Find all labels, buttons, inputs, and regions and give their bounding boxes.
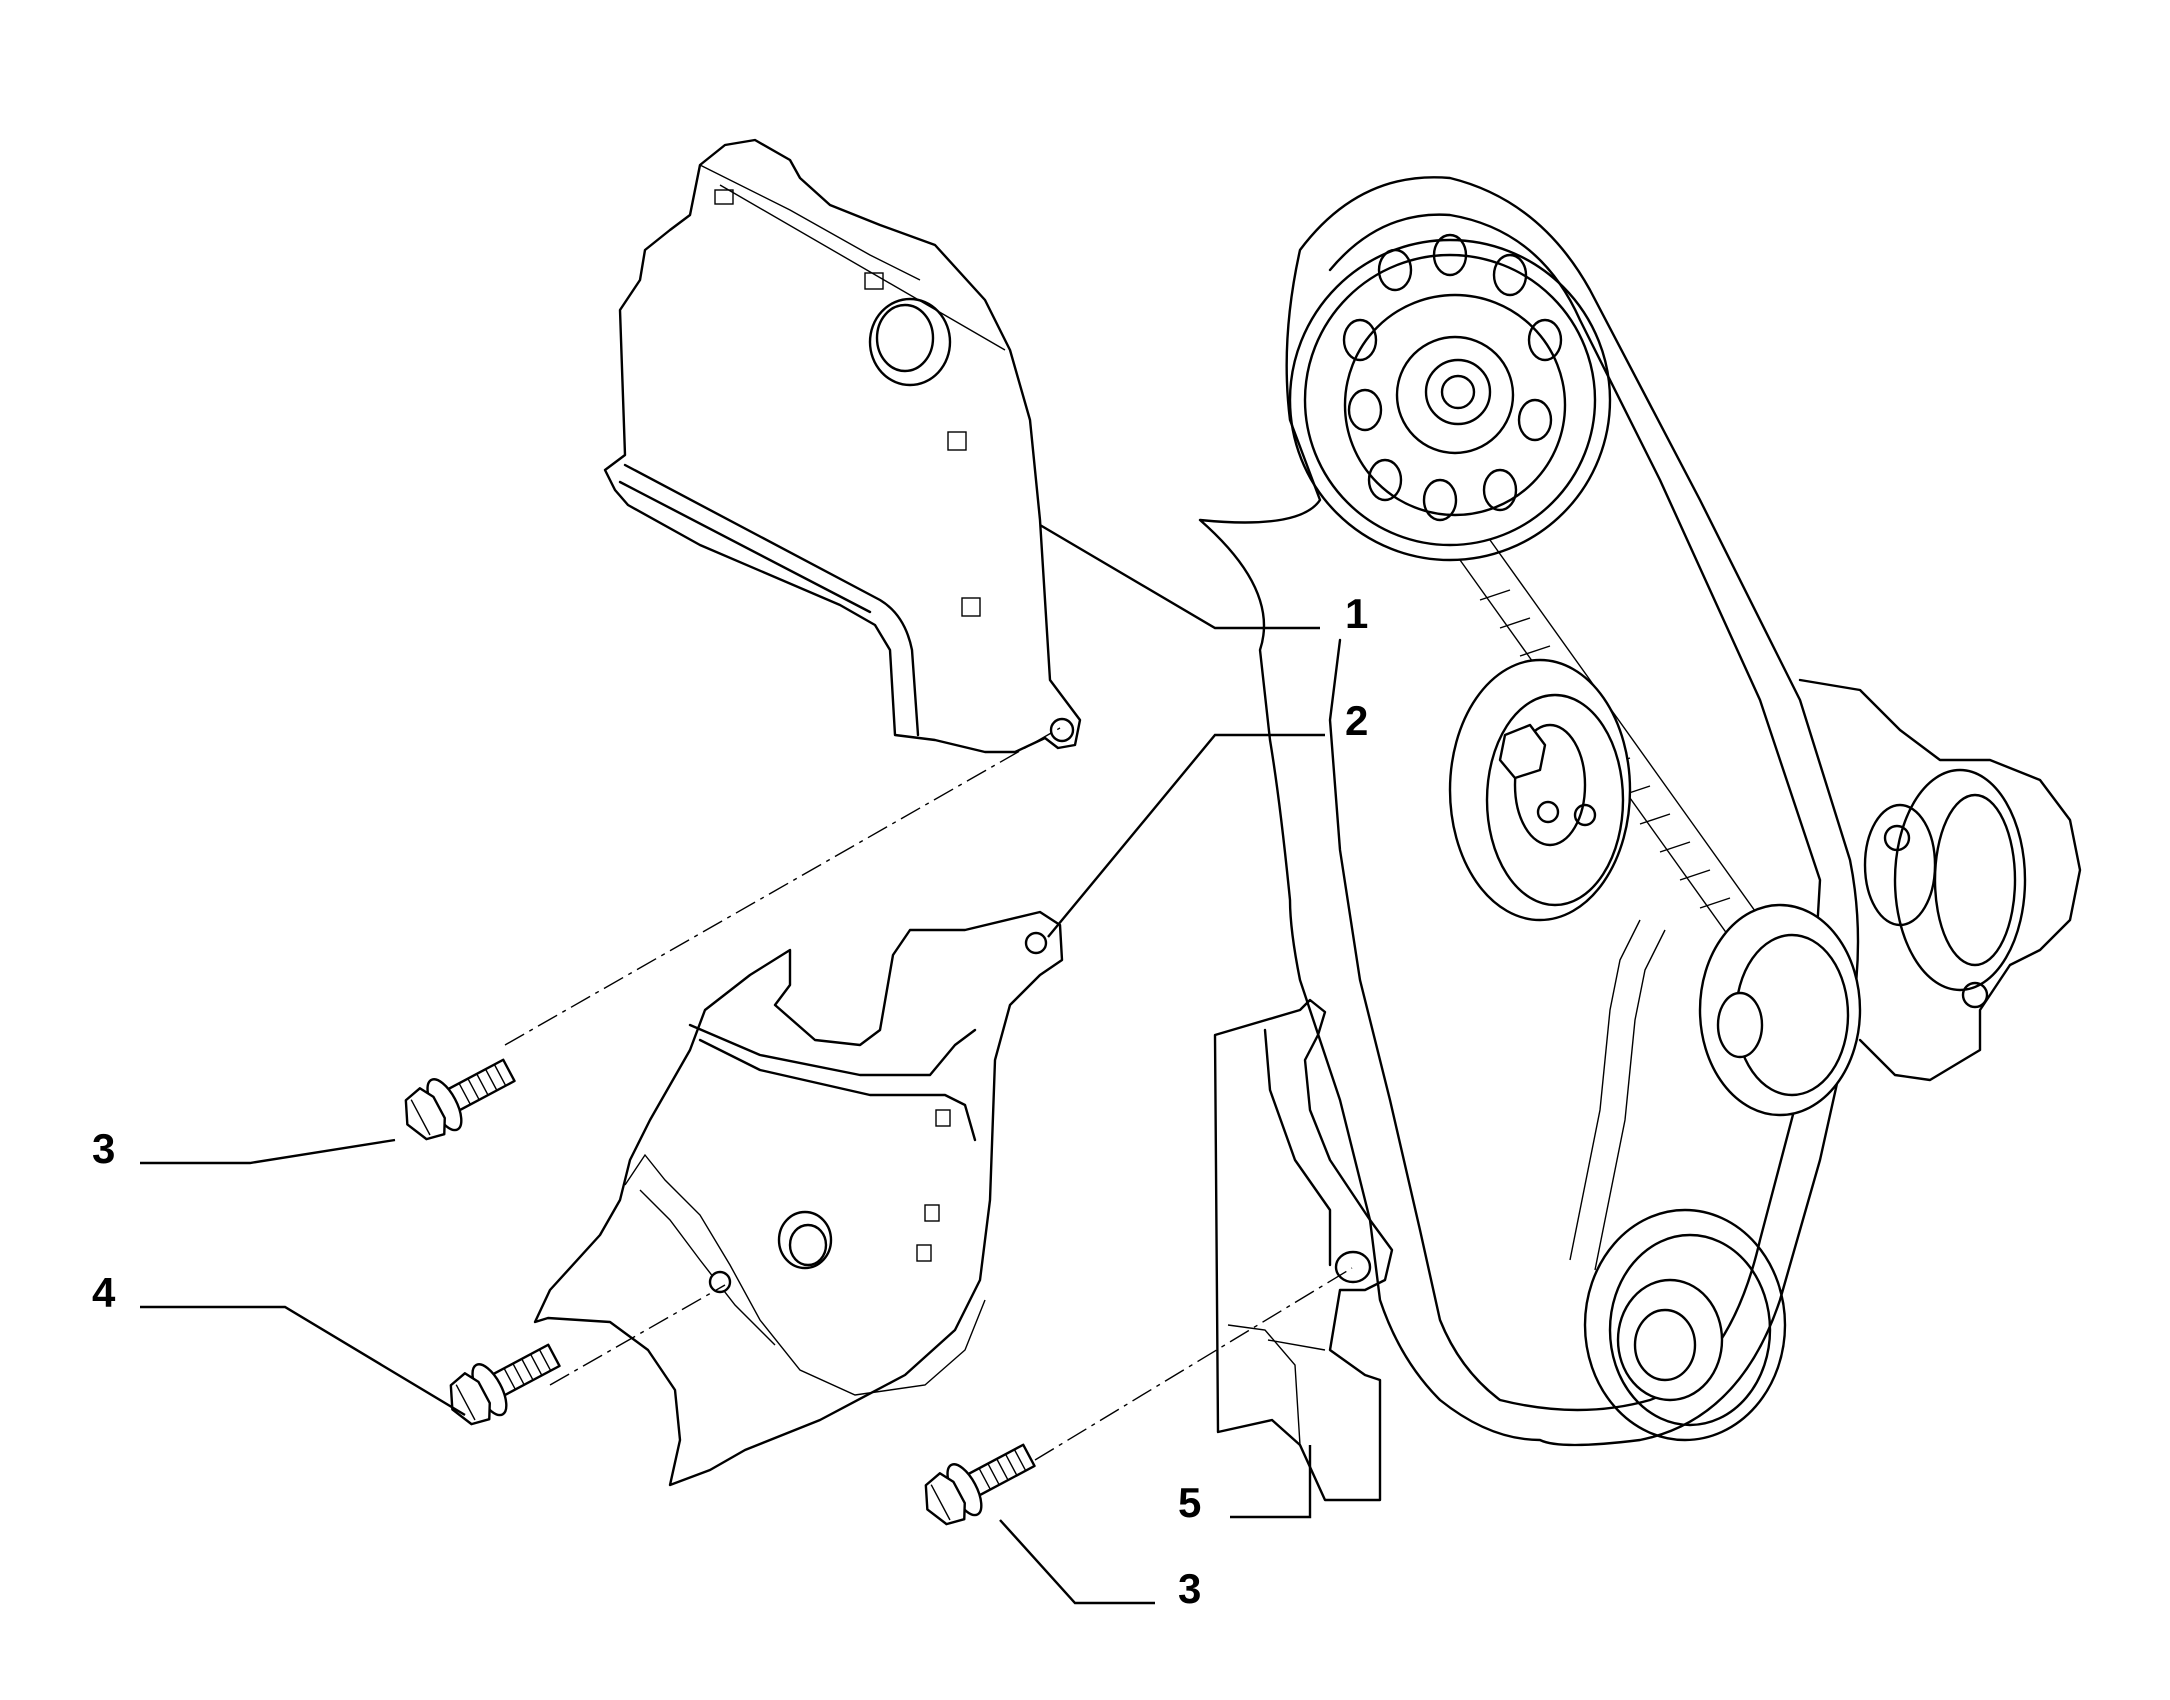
- leader-line: [140, 1138, 396, 1165]
- leader-line: [1039, 523, 1320, 630]
- leader-line: [1230, 1445, 1312, 1519]
- callout-4: 4: [92, 1269, 116, 1316]
- upper-cover-icon[interactable]: [603, 138, 1082, 754]
- callout-2: 2: [1345, 697, 1368, 744]
- bolt-icon[interactable]: [914, 1431, 1042, 1534]
- assembly-axis: [1034, 1267, 1353, 1461]
- assembly-axis: [549, 1284, 726, 1386]
- plate-icon[interactable]: [1213, 998, 1394, 1502]
- assembly-axis: [504, 727, 1061, 1046]
- leader-line: [140, 1305, 466, 1417]
- bolt-icon[interactable]: [394, 1046, 522, 1149]
- leader-line: [1047, 733, 1325, 938]
- leader-line: [999, 1519, 1155, 1605]
- lower-cover-icon[interactable]: [533, 910, 1064, 1487]
- callout-3: 3: [92, 1125, 115, 1172]
- callout-1: 1: [1345, 590, 1368, 637]
- belt-drive-icon: [1198, 176, 2082, 1447]
- callout-3-lower: 3: [1178, 1565, 1201, 1612]
- callout-5: 5: [1178, 1479, 1201, 1526]
- bolt-icon[interactable]: [439, 1331, 567, 1434]
